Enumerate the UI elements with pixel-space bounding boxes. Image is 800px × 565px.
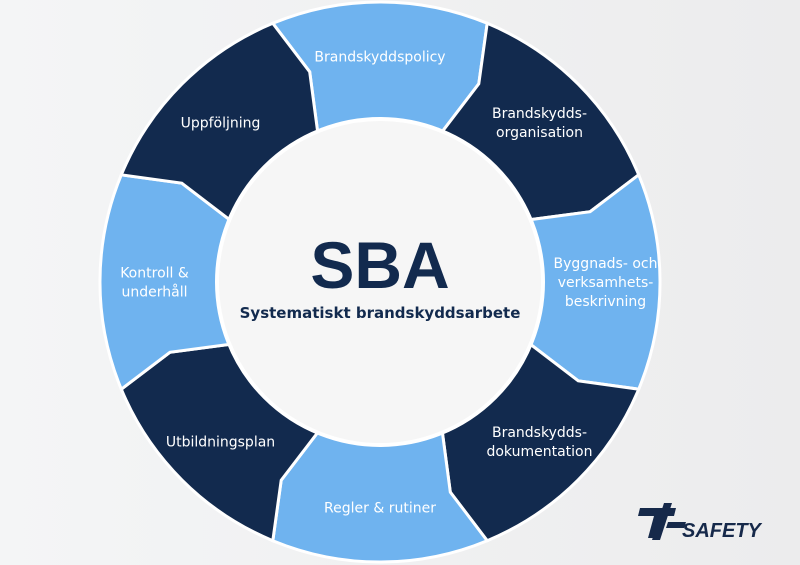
segment-label-line: underhåll bbox=[122, 284, 188, 301]
segment-label-5: Regler & rutiner bbox=[324, 501, 436, 517]
segment-label-1: Brandskyddspolicy bbox=[314, 50, 445, 66]
center-subtitle: Systematiskt brandskyddsarbete bbox=[240, 304, 521, 322]
segment-label-7: Kontroll & underhåll bbox=[120, 266, 189, 301]
segment-label-3: Byggnads- och verksamhets-beskrivning bbox=[554, 256, 658, 310]
safety-shield-icon bbox=[638, 503, 686, 540]
segment-label-line: Kontroll & bbox=[120, 266, 189, 282]
segment-label-line: beskrivning bbox=[565, 294, 646, 310]
segment-label-line: organisation bbox=[496, 125, 583, 141]
center-circle bbox=[215, 117, 545, 447]
segment-label-2: Brandskydds-organisation bbox=[492, 106, 587, 141]
segment-label-line: Regler & rutiner bbox=[324, 501, 436, 517]
center-title: SBA bbox=[310, 228, 449, 302]
segment-label-line: Brandskydds- bbox=[492, 425, 587, 441]
segment-label-line: Byggnads- och bbox=[554, 256, 658, 272]
safety-logo: SAFETY bbox=[638, 503, 763, 542]
segment-label-8: Uppföljning bbox=[181, 116, 261, 132]
segment-label-line: Uppföljning bbox=[181, 116, 261, 132]
segment-label-line: Brandskydds- bbox=[492, 106, 587, 122]
segment-label-line: Utbildningsplan bbox=[166, 435, 275, 451]
logo-text: SAFETY bbox=[682, 520, 763, 542]
segment-label-4: Brandskydds-dokumentation bbox=[486, 425, 592, 460]
segment-label-line: verksamhets- bbox=[558, 275, 654, 291]
segment-label-line: Brandskyddspolicy bbox=[314, 50, 445, 66]
segment-labels: BrandskyddspolicyBrandskydds-organisatio… bbox=[120, 50, 657, 517]
segment-label-line: dokumentation bbox=[486, 444, 592, 460]
cycle-segments bbox=[98, 0, 662, 564]
segment-label-6: Utbildningsplan bbox=[166, 435, 275, 451]
